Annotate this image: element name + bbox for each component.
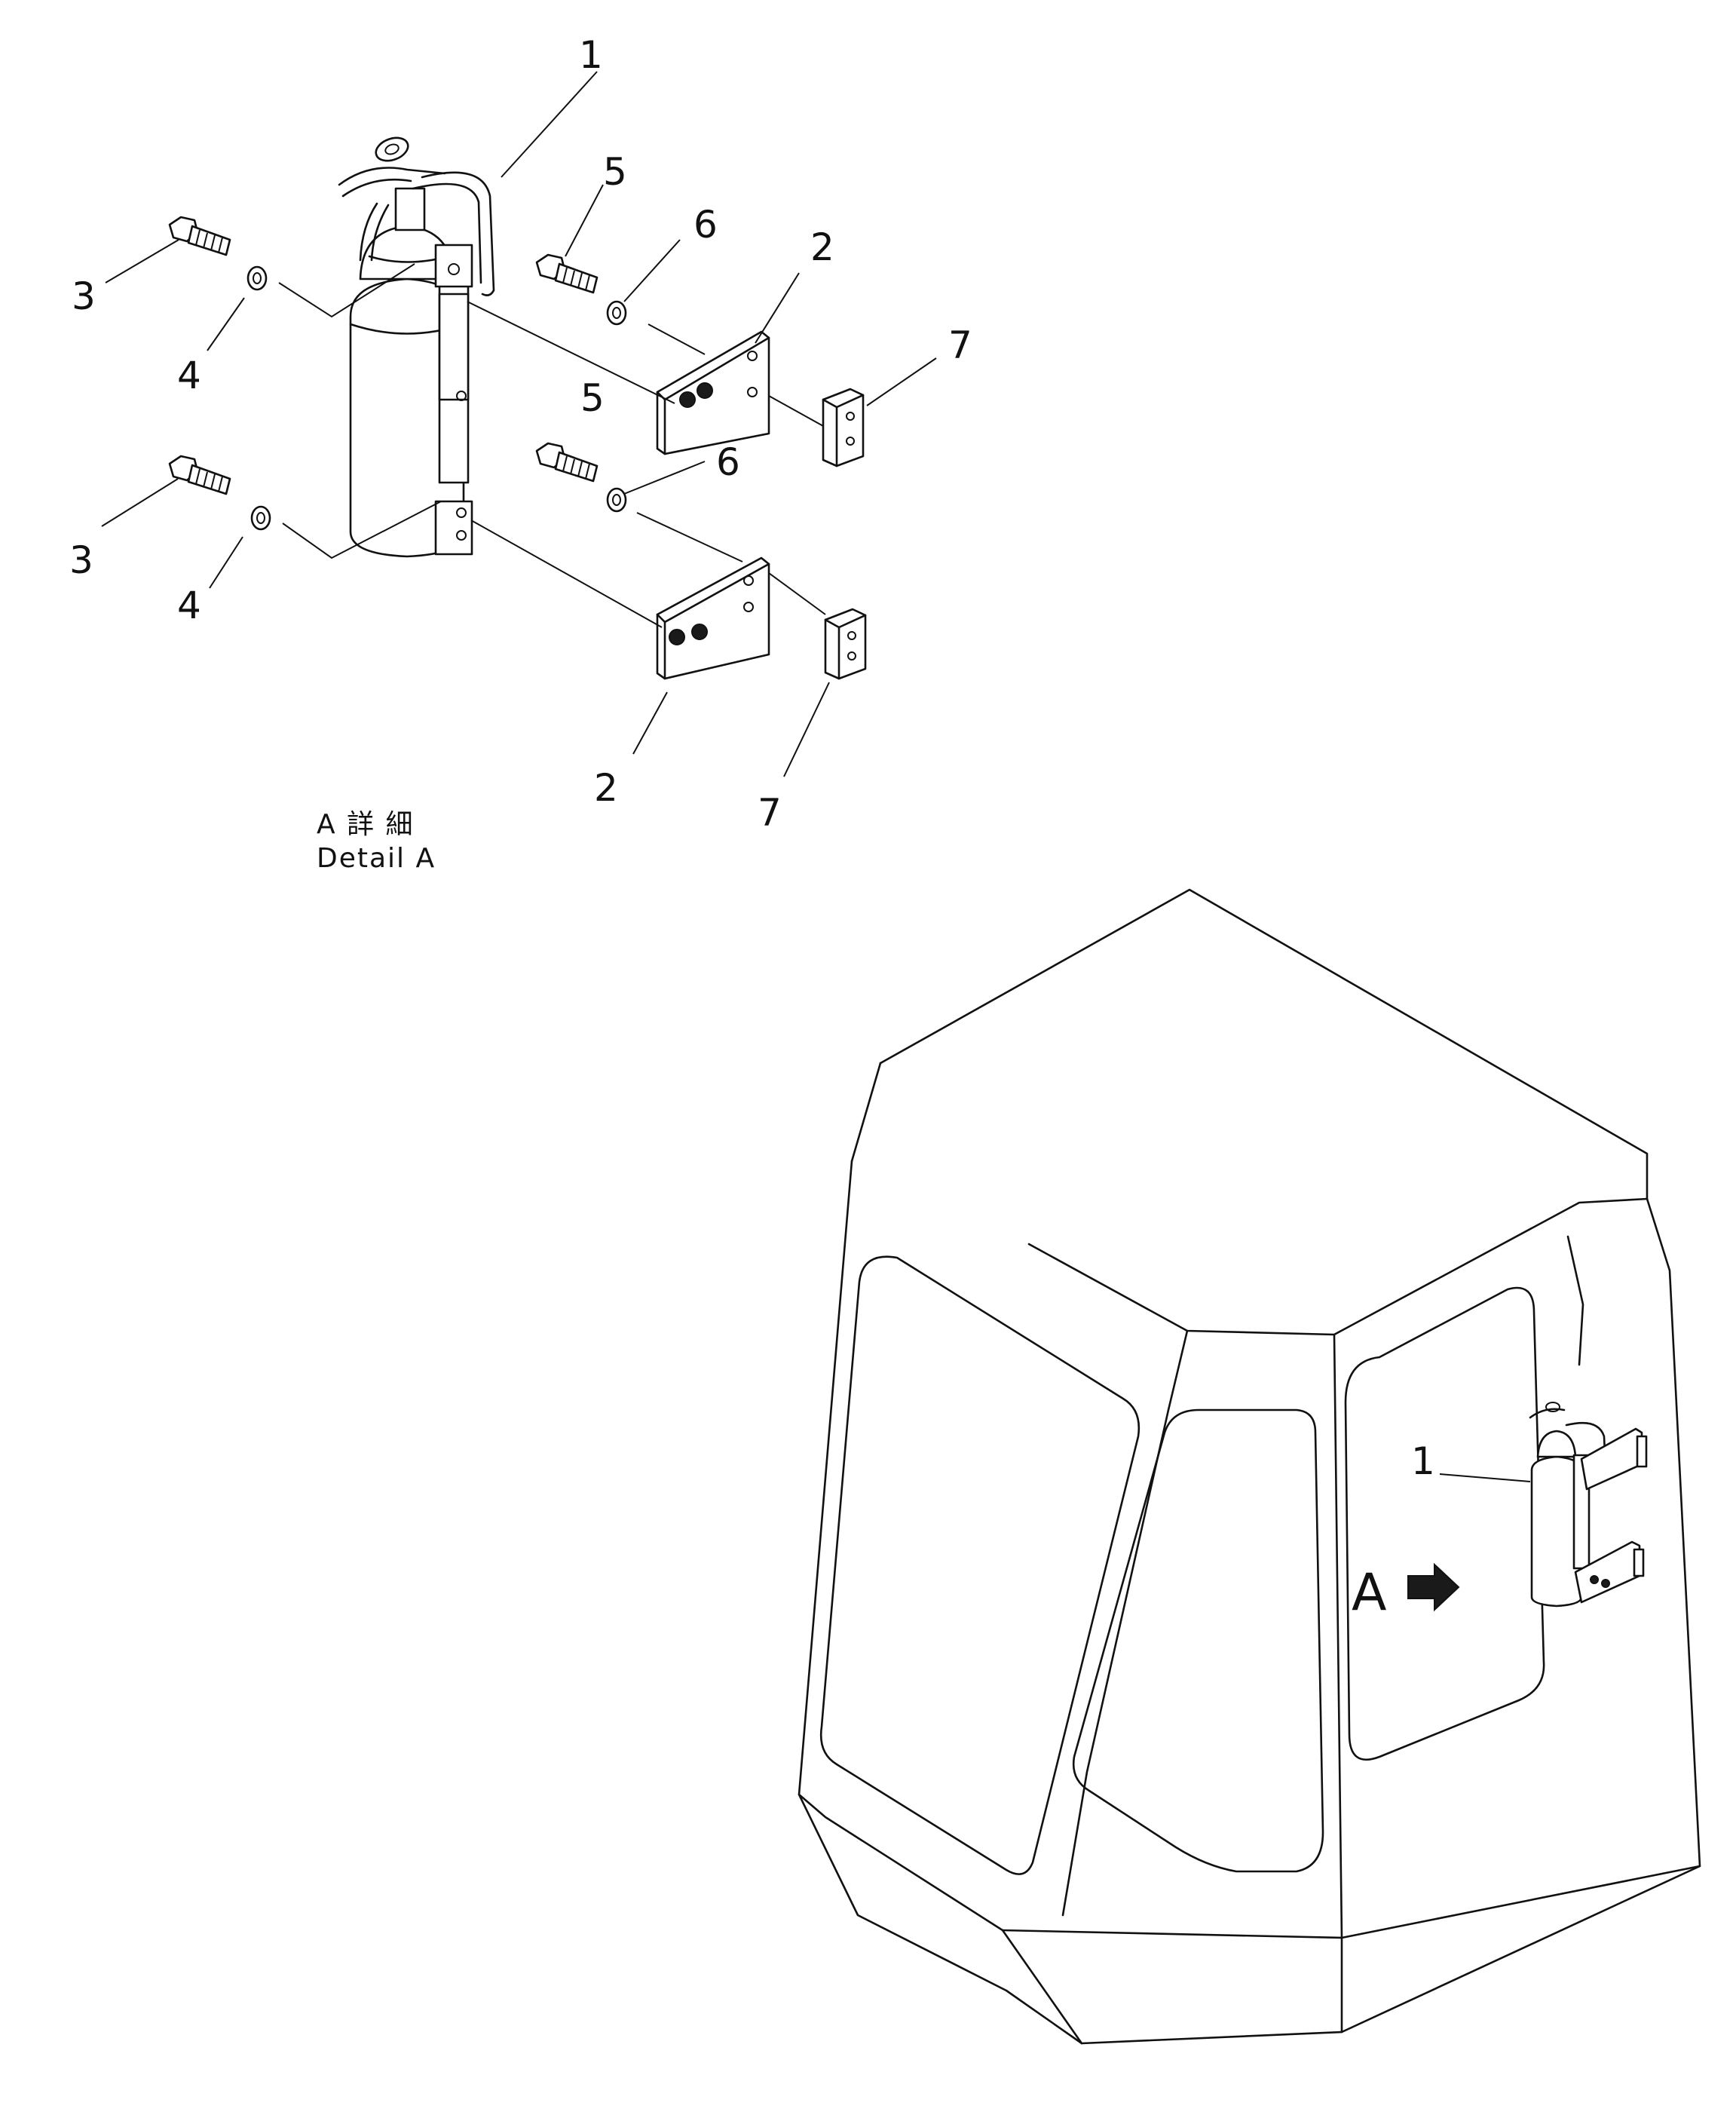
callout-6: 6 [693, 203, 718, 247]
rubber-block-lower [824, 608, 867, 680]
callout-2: 2 [594, 766, 618, 810]
arrow-right-icon [1407, 1562, 1460, 1612]
washer-icon [246, 265, 268, 291]
washer-icon [250, 505, 271, 531]
detail-caption-en: Detail A [317, 843, 436, 874]
view-marker-a: A [1352, 1563, 1387, 1623]
fire-extinguisher-icon [1529, 1402, 1648, 1608]
bracket-upper [656, 330, 770, 455]
detail-a-view: 1 2 2 3 3 4 4 5 5 6 6 7 7 A 詳 細 Detail A [69, 33, 972, 874]
callout-7: 7 [948, 323, 972, 367]
bolt-icon [535, 253, 599, 294]
rubber-block-upper [822, 388, 865, 467]
callout-6: 6 [716, 440, 740, 484]
callout-7: 7 [758, 791, 782, 835]
cab-callout-1: 1 [1411, 1439, 1435, 1483]
washer-icon [606, 487, 627, 513]
leader-lines [101, 71, 937, 777]
bolt-icon [168, 455, 231, 495]
washer-icon [606, 300, 627, 326]
callout-5: 5 [580, 376, 605, 420]
bolt-icon [168, 216, 231, 256]
bolt-icon [535, 442, 599, 483]
cab-view: 1 A [798, 888, 1701, 2045]
callout-1: 1 [579, 33, 603, 77]
bracket-lower [656, 556, 770, 680]
detail-caption-jp: A 詳 細 [317, 809, 415, 840]
fire-extinguisher-icon [338, 136, 495, 558]
callout-4: 4 [177, 584, 201, 627]
callout-4: 4 [177, 354, 201, 397]
callout-2: 2 [810, 225, 834, 269]
callout-3: 3 [72, 274, 96, 318]
callout-3: 3 [69, 538, 93, 582]
callout-5: 5 [603, 150, 627, 194]
